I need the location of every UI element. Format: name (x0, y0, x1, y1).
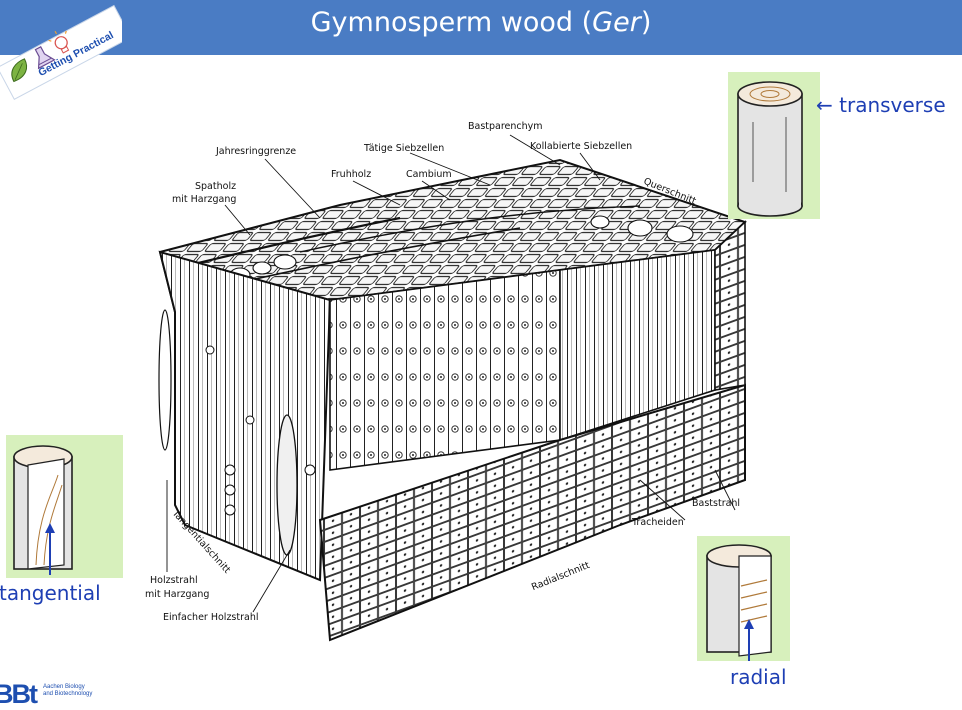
label-jahresringgrenze: Jahresringgrenze (216, 146, 297, 157)
label-spatholz-harzgang: mit Harzgang (172, 194, 237, 205)
radial-inset (697, 536, 790, 666)
resin-canal-cells (229, 215, 694, 296)
leaf-icon (11, 58, 28, 83)
label-baststrahl: Baststrahl (692, 498, 741, 509)
bbt-logo-text: Aachen Biology and Biotechnology (43, 684, 93, 697)
lightbulb-icon (48, 30, 70, 54)
arrow-left-icon: ← (816, 93, 833, 117)
log-transverse-icon (737, 81, 803, 217)
title-bar: Gymnosperm wood (Ger) (0, 0, 962, 55)
label-einfacher-holzstrahl: Einfacher Holzstrahl (163, 612, 259, 623)
label-fruhholz: Fruhholz (331, 169, 372, 180)
radial-label: radial (730, 665, 787, 689)
tangential-label: tangential (0, 581, 101, 605)
tangential-inset (6, 435, 123, 578)
transverse-label: ← transverse (816, 93, 946, 117)
log-radial-icon (706, 544, 772, 666)
label-holzstrahl-harzgang: mit Harzgang (145, 589, 210, 600)
leader-lines (166, 134, 736, 613)
transverse-inset (728, 72, 820, 219)
tangential-face (158, 250, 332, 582)
page-title: Gymnosperm wood (Ger) (310, 7, 652, 38)
radial-face (318, 220, 746, 642)
flask-icon (34, 45, 56, 70)
label-holzstrahl: Holzstrahl (150, 575, 198, 586)
label-spatholz: Spatholz (195, 181, 237, 192)
radial-tracheids (329, 249, 716, 471)
label-tracheiden: Tracheiden (632, 517, 684, 528)
label-tatige-siebzellen: Tätige Siebzellen (364, 143, 445, 154)
log-tangential-icon (13, 445, 73, 575)
bbt-logo-mark: BBt (0, 679, 38, 709)
label-kollabierte-siebzellen: Kollabierte Siebzellen (530, 141, 633, 152)
label-bastparenchym: Bastparenchym (468, 121, 543, 132)
label-cambium: Cambium (406, 169, 452, 180)
getting-practical-logo: Getting Practical (0, 4, 122, 101)
